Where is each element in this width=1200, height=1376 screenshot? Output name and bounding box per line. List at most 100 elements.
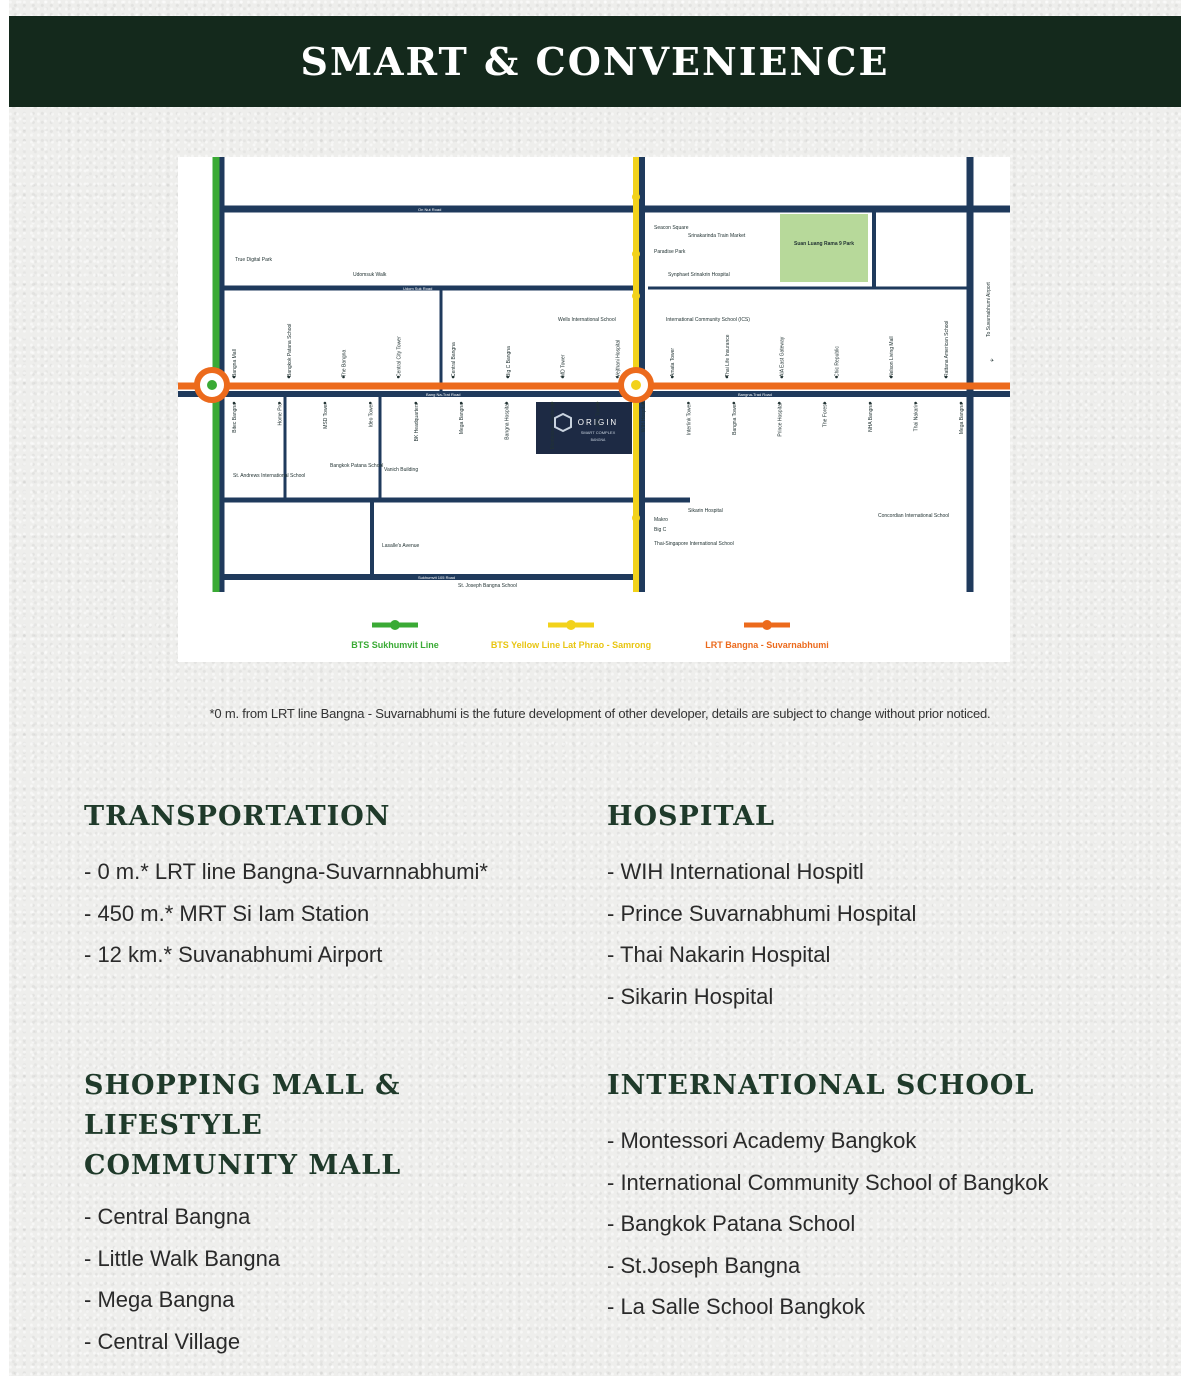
list-item: - 450 m.* MRT Si Iam Station (84, 900, 370, 926)
poi-marker-icon (342, 375, 345, 379)
origin-logo-box (536, 402, 632, 454)
section-title-hospital: HOSPITAL (607, 801, 776, 832)
vertical-poi-label: BK Headquarters (414, 403, 420, 442)
vertical-poi-label: MD Tower (561, 354, 567, 377)
poi-marker-icon (616, 375, 619, 379)
poi-st-joseph: St. Joseph Bangna School (458, 583, 517, 589)
list-item: - Little Walk Bangna (84, 1245, 281, 1271)
legend-label-lrt: LRT Bangna - Suvarnabhumi (705, 640, 829, 650)
road-network (178, 157, 1010, 592)
poi-marker-icon (232, 401, 236, 405)
list-item: - 12 km.* Suvanabhumi Airport (84, 942, 383, 967)
svg-text:Bang Na-Trat Road: Bang Na-Trat Road (426, 392, 461, 397)
list-item: - 0 m.* LRT line Bangna-Suvarnnabhumi* (84, 859, 488, 884)
legend-label-bts: BTS Sukhumvit Line (351, 640, 439, 650)
svg-text:On Nut Road: On Nut Road (418, 207, 441, 212)
title-banner: SMART & CONVENIENCE (9, 16, 1181, 107)
origin-logo-icon (554, 412, 572, 433)
poi-marker-icon (561, 375, 564, 379)
poi-marker-icon (944, 375, 948, 379)
section-title-school: INTERNATIONAL SCHOOL (607, 1070, 1035, 1101)
poi-seacon-square: Seacon Square (654, 225, 689, 231)
vertical-poi-label: MSD Tower (323, 403, 329, 429)
poi-marker-icon (550, 401, 554, 405)
poi-marker-icon (287, 375, 291, 379)
vertical-poi-label: Central City Tower (396, 336, 402, 377)
poi-marker-icon (451, 375, 455, 379)
section-transportation: TRANSPORTATION - 0 m.* LRT line Bangna-S… (84, 797, 574, 976)
vertical-poi-label: JFC Tower (596, 403, 602, 427)
map-legend: BTS Sukhumvit Line BTS Yellow Line Lat P… (351, 620, 829, 650)
svg-text:Udom Suk Road: Udom Suk Road (403, 286, 432, 291)
page-title: SMART & CONVENIENCE (300, 39, 890, 84)
airport-label: To Suvarnabhumi Airport (986, 282, 992, 337)
poi-marker-icon (506, 375, 510, 379)
vertical-poi-label: Bangna Hospital (505, 403, 511, 440)
park-label: Suan Luang Rama 9 Park (794, 241, 854, 247)
legend-label-yellow: BTS Yellow Line Lat Phrao - Samrong (491, 640, 651, 650)
section-shopping: SHOPPING MALL & LIFESTYLE COMMUNITY MALL… (84, 1066, 584, 1362)
poi-marker-icon (732, 401, 736, 405)
section-title-shopping: SHOPPING MALL & LIFESTYLE COMMUNITY MALL (84, 1070, 402, 1181)
park-area (780, 214, 868, 282)
list-item: - International Community School of Bang… (607, 1169, 1049, 1195)
poi-marker-icon (835, 375, 838, 379)
vertical-poi-label: Thai Nakarin (914, 403, 920, 432)
list-item: - Prince Suvarnabhumi Hospital (607, 900, 917, 926)
vertical-poi-label: Rattana American School (944, 321, 950, 377)
poi-udomsuk-walk: Udomsuk Walk (353, 272, 387, 278)
vertical-poi-label: NHA Bangna (868, 403, 874, 432)
vertical-poi-label: Chic Republic (835, 346, 841, 377)
vertical-poi-label: Montessori Academy (550, 403, 556, 450)
poi-marker-icon (459, 401, 463, 405)
vertical-poi-label: Central Bangna (451, 342, 457, 377)
vertical-poi-label: Prince Hospital (777, 403, 783, 437)
list-item: - Thai Nakarin Hospital (607, 942, 831, 967)
vertical-poi-label: Big C Bangna (506, 346, 512, 377)
poi-marker-icon (959, 401, 963, 405)
vertical-poi-label: Interlink Tower (686, 403, 692, 435)
vertical-poi-label: WIH Hospital (641, 403, 647, 432)
poi-marker-icon (780, 375, 783, 379)
vertical-poi-label: Mega Bangna (959, 403, 965, 434)
vertical-poi-label: Bitec Bangna (232, 403, 238, 433)
poi-marker-icon (670, 375, 674, 379)
vertical-poi-label: Vejthani Hospital (615, 340, 621, 377)
list-item: - WIH International Hospitl (607, 859, 864, 884)
poi-marker-icon (914, 401, 917, 405)
poi-vanich: Vanich Building (384, 467, 418, 473)
vertical-poi-label: Home Pro (277, 403, 283, 426)
poi-paradise-park: Paradise Park (654, 249, 686, 255)
poi-marker-icon (868, 401, 872, 405)
poi-bangkok-patana: Bangkok Patana School (330, 463, 383, 469)
poi-marker-icon (725, 375, 729, 379)
footnote: *0 m. from LRT line Bangna - Suvarnabhum… (209, 706, 991, 721)
poi-marker-icon (369, 401, 372, 405)
vertical-poi-label: Thai Life Insurance (725, 334, 731, 377)
poi-lasalle-avenue: Lasalle's Avenue (382, 543, 419, 549)
poi-wells: Wells International School (558, 317, 616, 323)
yellow-stations (632, 193, 640, 522)
vertical-poi-label: Bangkok Patana School (287, 324, 293, 377)
poi-marker-icon (278, 401, 281, 405)
svg-text:Bangna-Trad Road: Bangna-Trad Road (738, 392, 772, 397)
poi-thai-singapore: Thai-Singapore International School (654, 541, 734, 547)
poi-marker-icon (889, 375, 893, 379)
section-international-school: INTERNATIONAL SCHOOL - Montessori Academ… (607, 1066, 1177, 1328)
svg-text:BANGNA: BANGNA (591, 438, 606, 442)
poi-sikarin: Sikarin Hospital (688, 508, 723, 514)
origin-logo-text: ORIGIN (578, 418, 618, 427)
vertical-poi-label: Nelson Living Mall (889, 336, 895, 377)
location-map: Suan Luang Rama 9 Park (178, 157, 1010, 662)
vertical-poi-label: Ideo Tower (368, 403, 374, 428)
svg-text:Sukhumvit 105 Road: Sukhumvit 105 Road (418, 575, 455, 580)
poi-concordian: Concordian International School (878, 513, 949, 519)
list-item: - Bangkok Patana School (607, 1211, 856, 1236)
map-svg: Suan Luang Rama 9 Park (178, 157, 1010, 650)
poi-ics: International Community School (ICS) (666, 317, 750, 323)
section-title-transportation: TRANSPORTATION (84, 801, 391, 832)
list-item: - La Salle School Bangkok (607, 1294, 866, 1319)
list-item: - St.Joseph Bangna (607, 1252, 801, 1278)
